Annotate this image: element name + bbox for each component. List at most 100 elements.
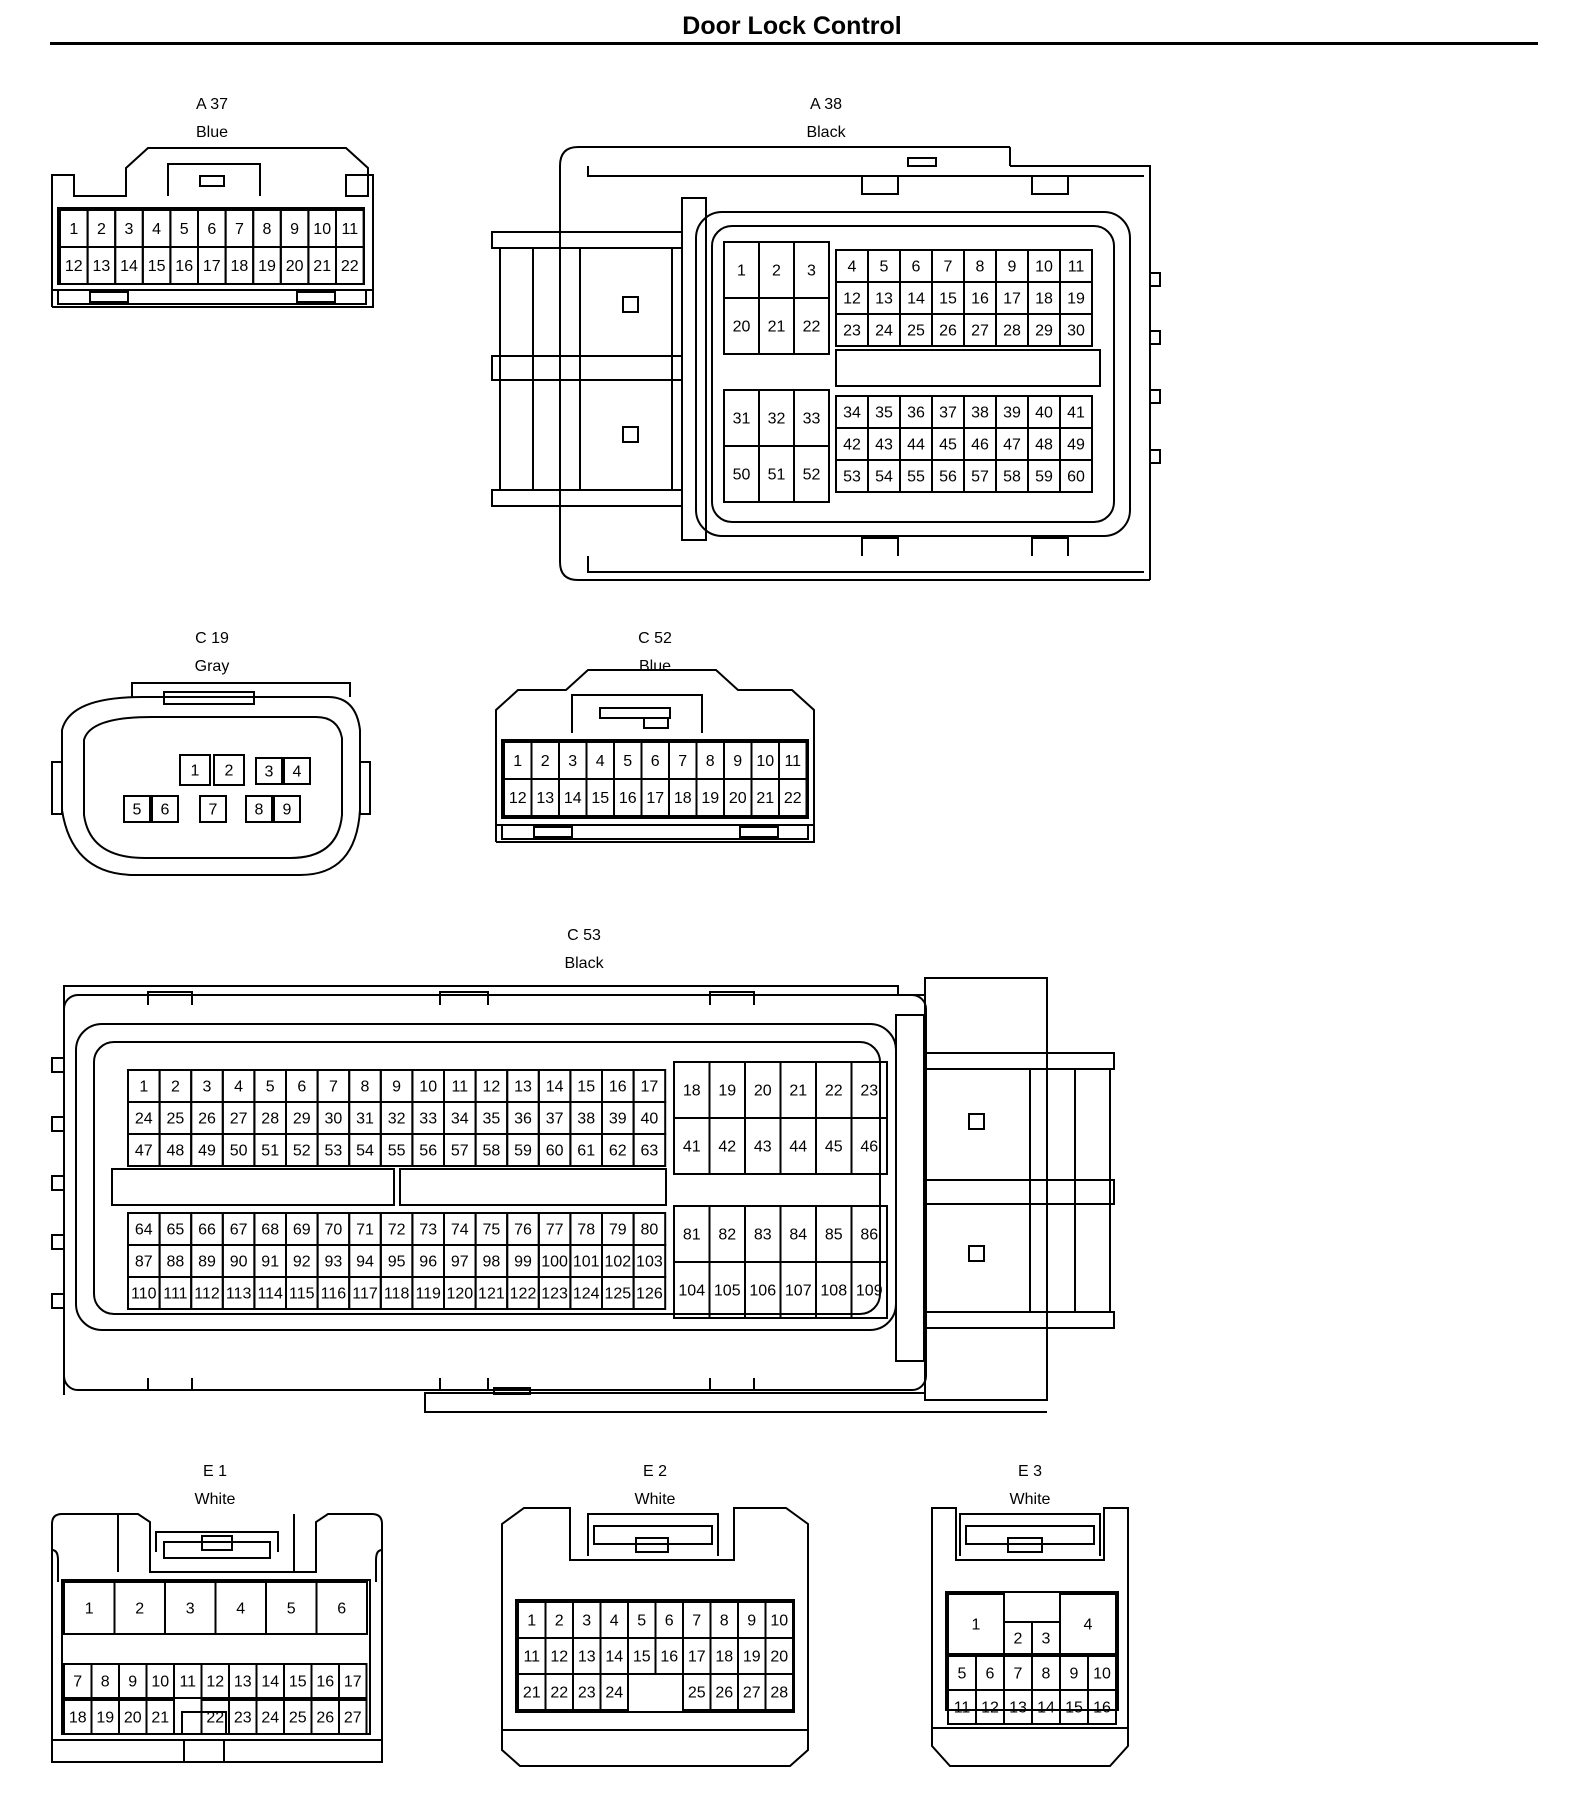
c53-pin-126-label: 126 [636, 1286, 663, 1303]
a37-color-label: Blue [196, 124, 228, 141]
c53-pin-71-label: 71 [356, 1222, 374, 1239]
e3-pin-11-label: 11 [954, 1700, 971, 1717]
c53-pin-69-label: 69 [293, 1222, 311, 1239]
a38-pin-44-label: 44 [907, 437, 925, 454]
c53-pin-112-label: 112 [194, 1286, 220, 1303]
e1-pin-21-cavity [145, 1699, 175, 1735]
c53-pin-90-label: 90 [230, 1254, 248, 1271]
c19-pin-5-label: 5 [133, 802, 142, 819]
c52-pin-5-label: 5 [623, 753, 632, 770]
e2-pin-24-label: 24 [605, 1685, 623, 1702]
c53-pin-91-label: 91 [261, 1254, 279, 1271]
c53-pin-48-label: 48 [167, 1143, 185, 1160]
c53-pin-83-label: 83 [754, 1227, 772, 1244]
c53-pin-80-label: 80 [641, 1222, 659, 1239]
a38-pin-1-label: 1 [737, 263, 746, 280]
e1-pin-10-label: 10 [151, 1674, 169, 1691]
e3-color-label: White [1010, 1491, 1051, 1508]
c52-pin-20-label: 20 [729, 790, 747, 807]
c52-pin-16-label: 16 [619, 790, 637, 807]
e1-pin-13-label: 13 [234, 1674, 252, 1691]
c19-pin-3-cavity [255, 757, 283, 785]
e1-pin-17-cavity [338, 1663, 368, 1699]
e2-pin-18-label: 18 [715, 1649, 733, 1666]
c53-pin-63-label: 63 [641, 1143, 659, 1160]
e2-pin-24-cavity [599, 1673, 629, 1711]
c53-pin-2-label: 2 [171, 1079, 180, 1096]
c53-pin-51-label: 51 [261, 1143, 279, 1160]
c52-pin-11-label: 11 [784, 753, 801, 770]
a38-pin-42-label: 42 [843, 437, 861, 454]
connector-e3-housing [931, 1507, 1129, 1767]
e1-pin-27-label: 27 [344, 1710, 362, 1727]
a38-pin-53-label: 53 [843, 469, 861, 486]
c53-pin-18-label: 18 [683, 1083, 701, 1100]
c53-pin-15-label: 15 [577, 1079, 595, 1096]
c53-pin-57-label: 57 [451, 1143, 469, 1160]
a37-pin-14-label: 14 [120, 258, 138, 275]
a38-pin-49-label: 49 [1067, 437, 1085, 454]
c53-pin-98-label: 98 [483, 1254, 501, 1271]
c53-pin-16-label: 16 [609, 1079, 627, 1096]
c53-pin-109-cavity [850, 1261, 888, 1319]
c53-pin-23-label: 23 [860, 1083, 878, 1100]
e2-pin-28-cavity [764, 1673, 794, 1711]
a38-pin-45-label: 45 [939, 437, 957, 454]
a38-pin-12-label: 12 [843, 291, 861, 308]
a38-pin-13-label: 13 [875, 291, 893, 308]
c53-pin-66-label: 66 [198, 1222, 216, 1239]
a38-pin-6-label: 6 [912, 259, 921, 276]
a37-pin-6-label: 6 [207, 221, 216, 238]
c53-pin-78-label: 78 [577, 1222, 595, 1239]
c53-pin-26-label: 26 [198, 1111, 216, 1128]
e3-pin-8-label: 8 [1042, 1666, 1051, 1683]
a38-pin-10-label: 10 [1035, 259, 1053, 276]
c53-pin-93-label: 93 [325, 1254, 343, 1271]
e1-pin-16-label: 16 [316, 1674, 334, 1691]
c52-pin-15-label: 15 [591, 790, 609, 807]
c53-pin-118-label: 118 [384, 1286, 410, 1303]
e2-pin-15-label: 15 [633, 1649, 651, 1666]
c53-pin-108-label: 108 [820, 1283, 847, 1300]
a38-pin-32-label: 32 [768, 411, 786, 428]
c53-pin-41-label: 41 [683, 1139, 701, 1156]
e1-pin-14-label: 14 [261, 1674, 279, 1691]
a37-pin-1-label: 1 [69, 221, 78, 238]
e3-id-label: E 3 [1018, 1463, 1042, 1480]
c53-pin-7-label: 7 [329, 1079, 338, 1096]
c53-pin-25-label: 25 [167, 1111, 185, 1128]
c53-pin-9-label: 9 [392, 1079, 401, 1096]
e3-pin-16-label: 16 [1093, 1700, 1111, 1717]
e2-pin-26-label: 26 [715, 1685, 733, 1702]
c19-pin-7-label: 7 [209, 802, 218, 819]
e2-pin-7-label: 7 [692, 1613, 701, 1630]
a38-pin-27-label: 27 [971, 323, 989, 340]
c53-pin-101-label: 101 [573, 1254, 600, 1271]
c53-pin-4-label: 4 [234, 1079, 243, 1096]
a38-color-label: Black [806, 124, 846, 141]
a38-pin-7-label: 7 [944, 259, 953, 276]
e2-pin-16-label: 16 [660, 1649, 678, 1666]
c53-pin-126-cavity [632, 1276, 667, 1310]
e2-pin-27-label: 27 [743, 1685, 761, 1702]
c19-pin-6-cavity [151, 795, 179, 823]
c53-pin-105-label: 105 [714, 1283, 741, 1300]
c53-pin-74-label: 74 [451, 1222, 469, 1239]
c53-pin-62-label: 62 [609, 1143, 627, 1160]
e1-pin-2-label: 2 [135, 1601, 144, 1618]
c53-pin-13-label: 13 [514, 1079, 532, 1096]
c53-pin-100-label: 100 [541, 1254, 568, 1271]
c53-pin-76-label: 76 [514, 1222, 532, 1239]
a37-pin-22-cavity [335, 246, 365, 285]
c53-pin-46-cavity [850, 1117, 888, 1175]
c53-pin-81-label: 81 [683, 1227, 701, 1244]
c19-pin-9-label: 9 [283, 802, 292, 819]
c19-pin-4-label: 4 [293, 764, 302, 781]
e2-color-label: White [635, 1491, 676, 1508]
c53-pin-20-label: 20 [754, 1083, 772, 1100]
e1-pin-20-label: 20 [124, 1710, 142, 1727]
a38-pin-30-cavity [1059, 313, 1093, 347]
a38-pin-4-label: 4 [848, 259, 857, 276]
e3-pin-2-label: 2 [1014, 1631, 1023, 1648]
a37-pin-16-label: 16 [175, 258, 193, 275]
